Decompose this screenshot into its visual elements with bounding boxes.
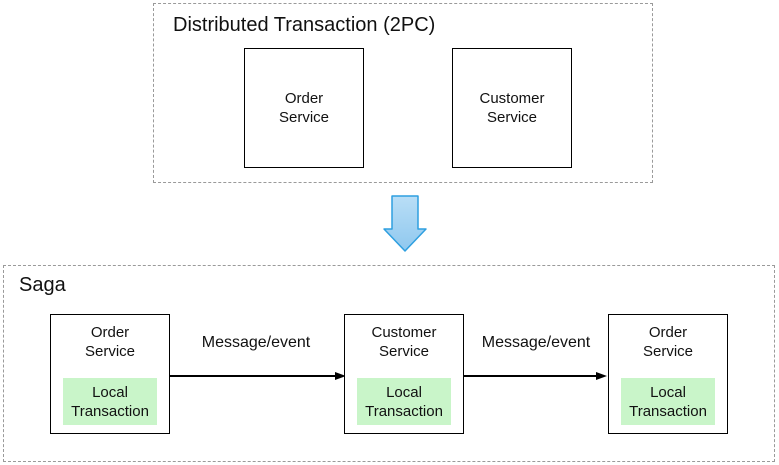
- saga-node-customer-service: Customer Service Local Transaction: [344, 314, 464, 434]
- group-2pc-title: Distributed Transaction (2PC): [173, 14, 436, 36]
- local-transaction-box: Local Transaction: [357, 378, 451, 425]
- saga-node-order-service: Order Service Local Transaction: [50, 314, 170, 434]
- node-customer-service: Customer Service: [452, 48, 572, 168]
- node-label: Order Service: [84, 324, 136, 360]
- message-arrow-line: [170, 375, 337, 377]
- local-transaction-box: Local Transaction: [63, 378, 157, 425]
- node-label: Order Service: [642, 324, 694, 360]
- message-event-label: Message/event: [481, 334, 591, 351]
- group-saga: Saga Order Service Local Transaction Mes…: [3, 265, 775, 462]
- message-arrow-line: [464, 375, 598, 377]
- group-distributed-transaction-2pc: Distributed Transaction (2PC) Order Serv…: [153, 3, 653, 183]
- local-transaction-box: Local Transaction: [621, 378, 715, 425]
- arrow-head-icon: [335, 371, 346, 380]
- node-label: Order Service: [278, 90, 330, 126]
- group-saga-title: Saga: [19, 274, 66, 296]
- arrow-head-icon: [596, 371, 607, 380]
- node-label: Customer Service: [479, 90, 545, 126]
- down-arrow-icon: [383, 195, 427, 252]
- node-label: Customer Service: [371, 324, 437, 360]
- message-event-label: Message/event: [201, 334, 311, 351]
- node-order-service: Order Service: [244, 48, 364, 168]
- saga-node-order-service: Order Service Local Transaction: [608, 314, 728, 434]
